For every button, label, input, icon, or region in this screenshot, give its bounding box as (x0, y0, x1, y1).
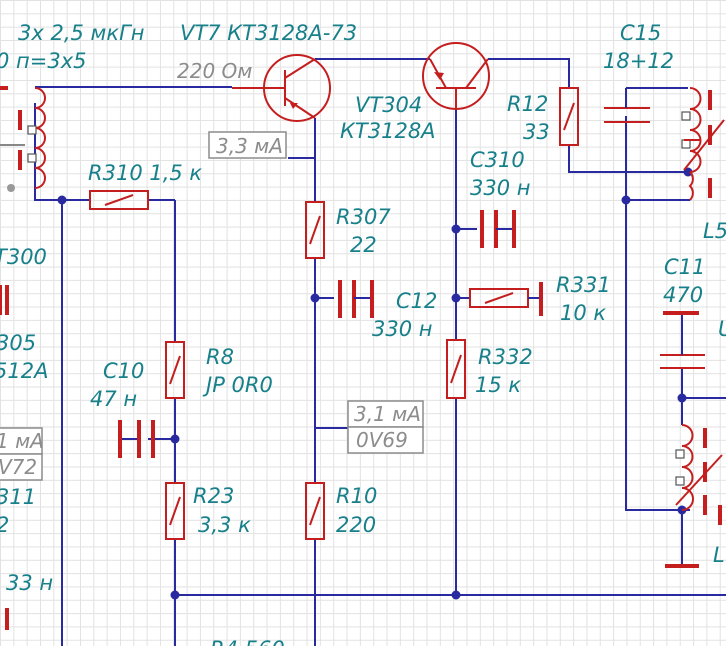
r8-name-label: R8 (206, 345, 234, 369)
transistor-vt304 (422, 42, 490, 110)
measurement-boxes (0, 131, 424, 481)
r10-name-label: R10 (336, 484, 377, 508)
edge-label-l5: L5 (703, 219, 726, 243)
vt7-name-label: VT7 КТ3128А-73 (180, 21, 357, 45)
edge-label-305: 305 (0, 331, 36, 355)
c15-name-label: C15 (620, 21, 661, 45)
c10-name-label: C10 (103, 359, 144, 383)
c15-value-label: 18+12 (603, 49, 674, 73)
r331-name-label: R331 (556, 273, 611, 297)
r332-name-label: R332 (478, 345, 533, 369)
r10-value-label: 220 (336, 513, 376, 537)
c11-name-label: C11 (664, 255, 705, 279)
r307-name-label: R307 (336, 205, 391, 229)
c12-value-label: 330 н (372, 317, 433, 341)
labels: 3х 2,5 мкГн 0 п=3х5 VT7 КТ3128А-73 220 О… (0, 21, 726, 646)
edge-label-2: 2 (0, 513, 9, 537)
voltage-0v69: 0V69 (356, 428, 408, 452)
current-3-3ma: 3,3 мА (216, 134, 283, 158)
edge-label-u: U (718, 317, 726, 341)
c310-name-label: C310 (470, 148, 525, 172)
edge-label-bottom: R4 560 (210, 637, 285, 646)
c310-value-label: 330 н (470, 176, 531, 200)
r23-name-label: R23 (193, 484, 234, 508)
current-3-1ma: 3,1 мА (354, 402, 421, 426)
resistors (89, 87, 579, 540)
c11-value-label: 470 (663, 283, 703, 307)
inductors-right (675, 87, 725, 525)
edge-label-33n: 33 н (6, 571, 53, 595)
edge-label-t300: Т300 (0, 245, 47, 269)
transistor-vt7 (232, 54, 331, 122)
r307-value-label: 22 (350, 233, 377, 257)
l1-inductor-label: 3х 2,5 мкГн (18, 21, 145, 45)
edge-label-311: 311 (0, 485, 36, 509)
capacitors (0, 87, 705, 630)
inductor-l-left (0, 86, 46, 192)
edge-label-v72: V72 (0, 455, 37, 479)
edge-label-1ma: 1 мА (0, 429, 44, 453)
r8-value-label: JP 0R0 (202, 373, 273, 397)
r310-label: R310 1,5 к (88, 161, 202, 185)
l1-turns-label: 0 п=3х5 (0, 49, 87, 73)
vt7-base-resistor-label: 220 Ом (177, 59, 252, 83)
r332-value-label: 15 к (475, 373, 521, 397)
wires (34, 58, 726, 646)
c12-name-label: C12 (396, 289, 437, 313)
vt304-name-label: VT304 (355, 93, 422, 117)
r12-value-label: 33 (523, 120, 550, 144)
r331-value-label: 10 к (560, 301, 606, 325)
edge-label-l: L (713, 543, 725, 567)
c10-value-label: 47 н (90, 387, 137, 411)
vt304-type-label: КТ3128А (340, 119, 436, 143)
r12-name-label: R12 (507, 92, 548, 116)
r23-value-label: 3,3 к (198, 513, 251, 537)
